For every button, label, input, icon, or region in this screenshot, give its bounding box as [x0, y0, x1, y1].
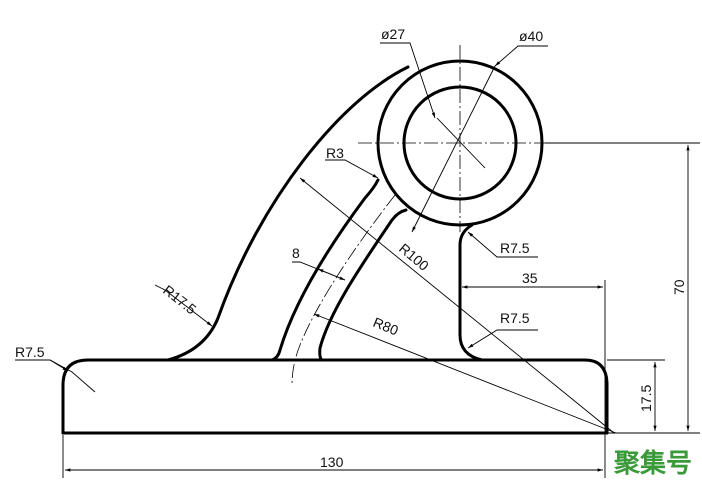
dia27-line: [436, 117, 486, 169]
watermark-logo: 聚集号: [613, 448, 692, 479]
dia40-line: [411, 65, 496, 233]
right-stem: [458, 223, 484, 362]
leader-r7-5-base-arrow: [49, 359, 69, 372]
leader-r7-5-top: [467, 231, 538, 258]
base-plate: [61, 358, 609, 435]
leader-r100: [299, 177, 615, 434]
rib-centerline: [291, 194, 396, 386]
dim-text-r80: R80: [371, 314, 401, 339]
dim-text-r7-5-top: R7.5: [500, 240, 530, 256]
dim-text-35: 35: [522, 270, 538, 286]
rib-left-arc: [270, 178, 380, 362]
dim-text-130: 130: [320, 454, 344, 470]
dim-text-17-5: 17.5: [638, 385, 654, 412]
dim-text-r100: R100: [396, 240, 432, 274]
dim-text-r7-5-bottom: R7.5: [500, 310, 530, 326]
leader-r7-5-base: [15, 359, 96, 393]
leader-r80: [313, 313, 617, 434]
dim-text-r7-5-base: R7.5: [15, 344, 45, 360]
dim-text-dia27: ø27: [381, 26, 405, 42]
leader-dia27: [380, 42, 436, 119]
rib-right-arc: [318, 208, 408, 362]
dim-text-r3: R3: [326, 145, 344, 161]
leader-r17-5: [154, 284, 213, 327]
outer-arm-arc: [166, 65, 410, 362]
dim-text-dia40: ø40: [519, 28, 543, 44]
leader-dia40: [494, 45, 548, 67]
leader-r7-5-bottom: [467, 329, 538, 349]
dim-text-8: 8: [292, 245, 300, 261]
leader-8b: [317, 268, 346, 281]
leader-r3: [325, 159, 379, 179]
dim-text-70: 70: [671, 279, 687, 295]
